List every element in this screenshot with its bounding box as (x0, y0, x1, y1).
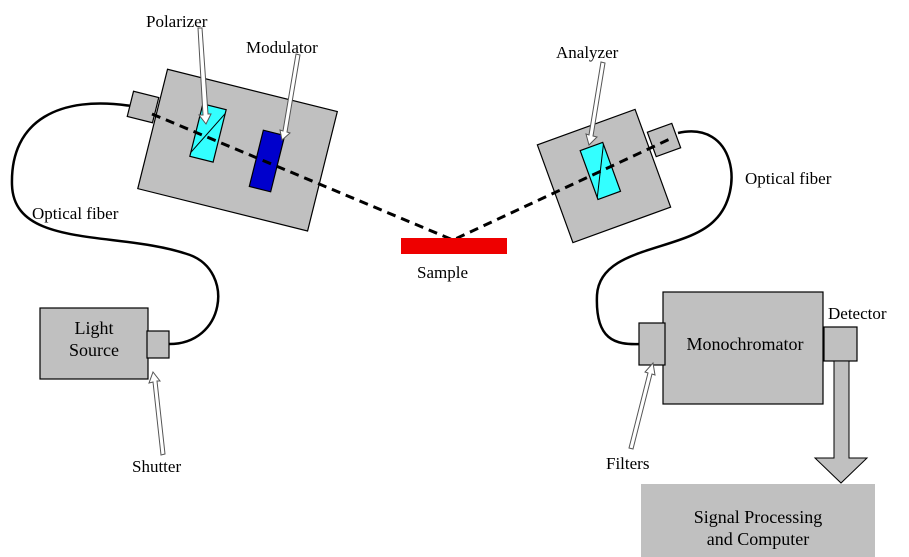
fiber-port-left (126, 90, 160, 124)
monochromator-label: Monochromator (686, 334, 804, 354)
signal-processing-label-line2: and Computer (706, 529, 810, 549)
sample (401, 238, 507, 254)
modulator-pointer (279, 53, 301, 141)
optical-fiber-left (10, 102, 220, 346)
polarizer-crystal (189, 103, 227, 163)
shutter-label: Shutter (132, 457, 182, 476)
filters-port (638, 322, 666, 366)
filters-pointer (628, 361, 656, 450)
modulator-label: Modulator (246, 38, 318, 57)
analyzer-label: Analyzer (556, 43, 619, 62)
sample-label: Sample (417, 263, 468, 282)
filters-label: Filters (606, 454, 650, 473)
signal-processing-label: Signal Processing and Computer (641, 506, 875, 550)
signal-processing-box (641, 484, 875, 557)
fiber-port-right (646, 122, 682, 158)
signal-processing-label-line1: Signal Processing (693, 507, 823, 527)
polarizer-pointer (197, 27, 212, 125)
polarizer-label: Polarizer (146, 12, 208, 31)
optical-fiber-right-label: Optical fiber (745, 169, 832, 188)
shutter-port (146, 330, 170, 359)
shutter-pointer (148, 370, 166, 456)
detector-to-computer-arrow (813, 360, 869, 484)
light-source-label-line2: Source (69, 340, 119, 360)
detector-label: Detector (828, 304, 887, 323)
optical-fiber-right (595, 130, 733, 346)
detector-port (823, 326, 858, 362)
light-source-label: Light Source (40, 317, 148, 361)
analyzer-pointer (585, 61, 606, 146)
monochromator-box (662, 291, 824, 405)
optical-fiber-left-label: Optical fiber (32, 204, 119, 223)
light-beam (151, 112, 673, 242)
light-source-label-line1: Light (74, 318, 114, 338)
